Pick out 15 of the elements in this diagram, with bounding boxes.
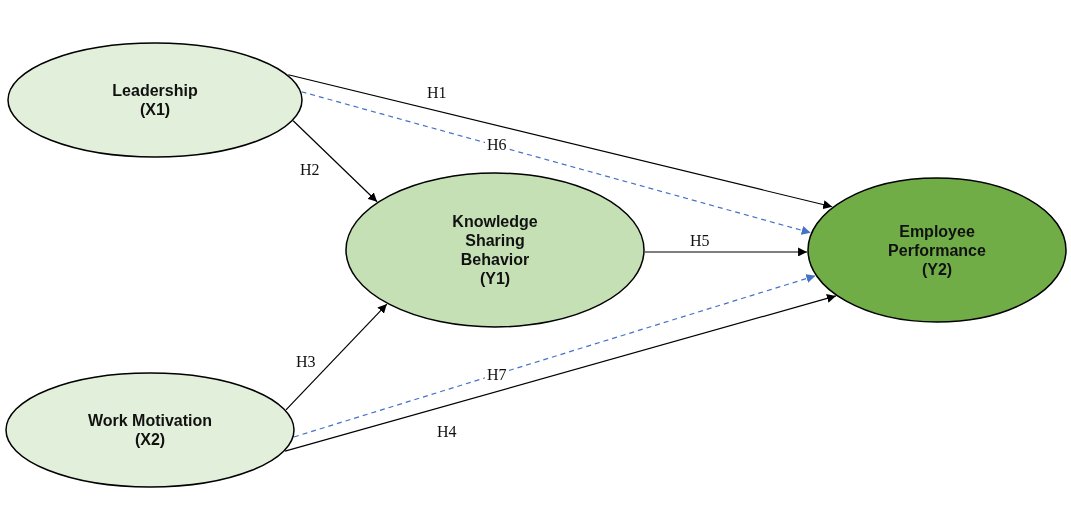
construct-ellipse bbox=[807, 177, 1067, 323]
construct-label: Leadership (X1) bbox=[111, 81, 199, 119]
construct-ellipse bbox=[5, 372, 295, 488]
construct-ellipse bbox=[7, 42, 303, 158]
arrow bbox=[644, 247, 808, 257]
arrow bbox=[287, 74, 833, 210]
arrow bbox=[285, 303, 388, 411]
construct-ellipse bbox=[345, 172, 645, 328]
dashed-arrow bbox=[300, 91, 812, 235]
construct-label: Work Motivation (X2) bbox=[86, 411, 214, 449]
arrow bbox=[284, 294, 837, 452]
construct-label: Employee Performance (Y2) bbox=[887, 221, 987, 279]
arrow bbox=[292, 120, 378, 203]
construct-label: Knowledge Sharing Behavior (Y1) bbox=[451, 212, 539, 288]
dashed-arrow bbox=[293, 274, 816, 438]
